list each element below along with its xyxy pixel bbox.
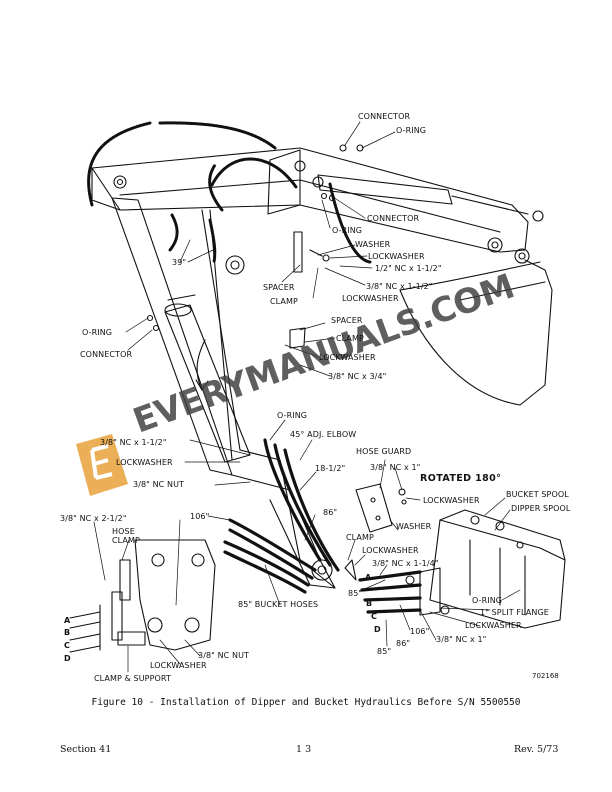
label-dim-86-2: 86" (396, 639, 411, 648)
label-bolt-38-7: 3/8" NC x 1" (436, 635, 487, 644)
label-clamp-3: CLAMP (346, 533, 374, 542)
label-split-flange: 1" SPLIT FLANGE (480, 608, 549, 617)
hoses (87, 121, 372, 264)
label-lockwasher-1: LOCKWASHER (368, 252, 425, 261)
label-bucket-spool: BUCKET SPOOL (506, 490, 569, 499)
label-dim-106-1: 106" (190, 512, 210, 521)
label-letter-d-right: D (374, 625, 381, 634)
label-spacer-1: SPACER (263, 283, 295, 292)
footer-page-number: 1 3 (296, 744, 312, 755)
label-hose-clamp: HOSE CLAMP (112, 527, 140, 545)
label-bolt-38-1: 3/8" NC x 1-1/2" (366, 282, 433, 291)
label-nut-38-1: 3/8" NC NUT (133, 480, 185, 489)
label-oring-mid: O-RING (332, 226, 363, 235)
figure-number: 702168 (532, 672, 559, 680)
label-lockwasher-2: LOCKWASHER (342, 294, 399, 303)
label-spacer-2: SPACER (331, 316, 363, 325)
watermark-logo-icon (76, 434, 128, 496)
control-valve (419, 509, 566, 629)
label-letter-b-left: B (64, 628, 71, 637)
label-letter-b-right: B (366, 599, 373, 608)
footer-section: Section 41 (60, 744, 112, 755)
hose-guard-part (355, 483, 393, 533)
label-dim-85-2: 85" (377, 647, 392, 656)
leader-lines (93, 121, 521, 673)
label-bolt-38-6: 3/8" NC x 1-1/4" (372, 559, 439, 568)
label-oring-elbow: O-RING (277, 411, 308, 420)
label-letter-d-left: D (64, 654, 71, 663)
label-bucket-hoses: 85" BUCKET HOSES (238, 600, 319, 609)
label-bolt-38-4: 3/8" NC x 1" (370, 463, 421, 472)
clamp-support (69, 539, 216, 653)
label-oring-bottom: O-RING (472, 596, 503, 605)
label-hose-guard: HOSE GUARD (356, 447, 412, 456)
label-bolt-half: 1/2" NC x 1-1/2" (375, 264, 442, 273)
label-letter-a-right: A (365, 573, 372, 582)
label-dim-18: 18-1/2" (315, 464, 346, 473)
label-rotated: ROTATED 180° (420, 473, 502, 484)
label-connector-top: CONNECTOR (358, 112, 411, 121)
label-lockwasher-6: LOCKWASHER (362, 546, 419, 555)
label-letter-a-left: A (64, 616, 71, 625)
label-oring-top: O-RING (396, 126, 427, 135)
label-lockwasher-4: LOCKWASHER (116, 458, 173, 467)
label-bolt-38-3: 3/8" NC x 1-1/2" (100, 438, 167, 447)
label-dim-39: 39" (172, 258, 187, 267)
figure-caption: Figure 10 - Installation of Dipper and B… (91, 697, 521, 708)
label-washer-1: WASHER (355, 240, 391, 249)
label-clamp-2: CLAMP (336, 334, 364, 343)
boom (91, 147, 544, 264)
bucket (399, 259, 553, 406)
label-elbow: 45° ADJ. ELBOW (290, 430, 357, 439)
label-letter-c-right: C (371, 612, 377, 621)
lower-hoses (223, 438, 422, 614)
footer-revision: Rev. 5/73 (514, 744, 559, 755)
label-lockwasher-3: LOCKWASHER (319, 353, 376, 362)
label-dipper-spool: DIPPER SPOOL (511, 504, 571, 513)
label-nut-38-2: 3/8" NC NUT (198, 651, 250, 660)
label-dim-86-1: 86" (323, 508, 338, 517)
label-clamp-support: CLAMP & SUPPORT (94, 674, 171, 683)
label-letter-c-left: C (64, 641, 70, 650)
label-dim-85-1: 85" (348, 589, 363, 598)
label-washer-2: WASHER (396, 522, 432, 531)
label-lockwasher-7: LOCKWASHER (465, 621, 522, 630)
label-oring-left: O-RING (82, 328, 113, 337)
label-connector-left: CONNECTOR (80, 350, 133, 359)
label-dim-106-2: 106" (410, 627, 430, 636)
label-lockwasher-5: LOCKWASHER (423, 496, 480, 505)
label-bolt-38-2: 3/8" NC x 3/4" (328, 372, 387, 381)
label-bolt-38-5: 3/8" NC x 2-1/2" (60, 514, 127, 523)
label-connector-mid: CONNECTOR (367, 214, 420, 223)
fasteners (146, 144, 450, 615)
label-lockwasher-8: LOCKWASHER (150, 661, 207, 670)
label-clamp-1: CLAMP (270, 297, 298, 306)
